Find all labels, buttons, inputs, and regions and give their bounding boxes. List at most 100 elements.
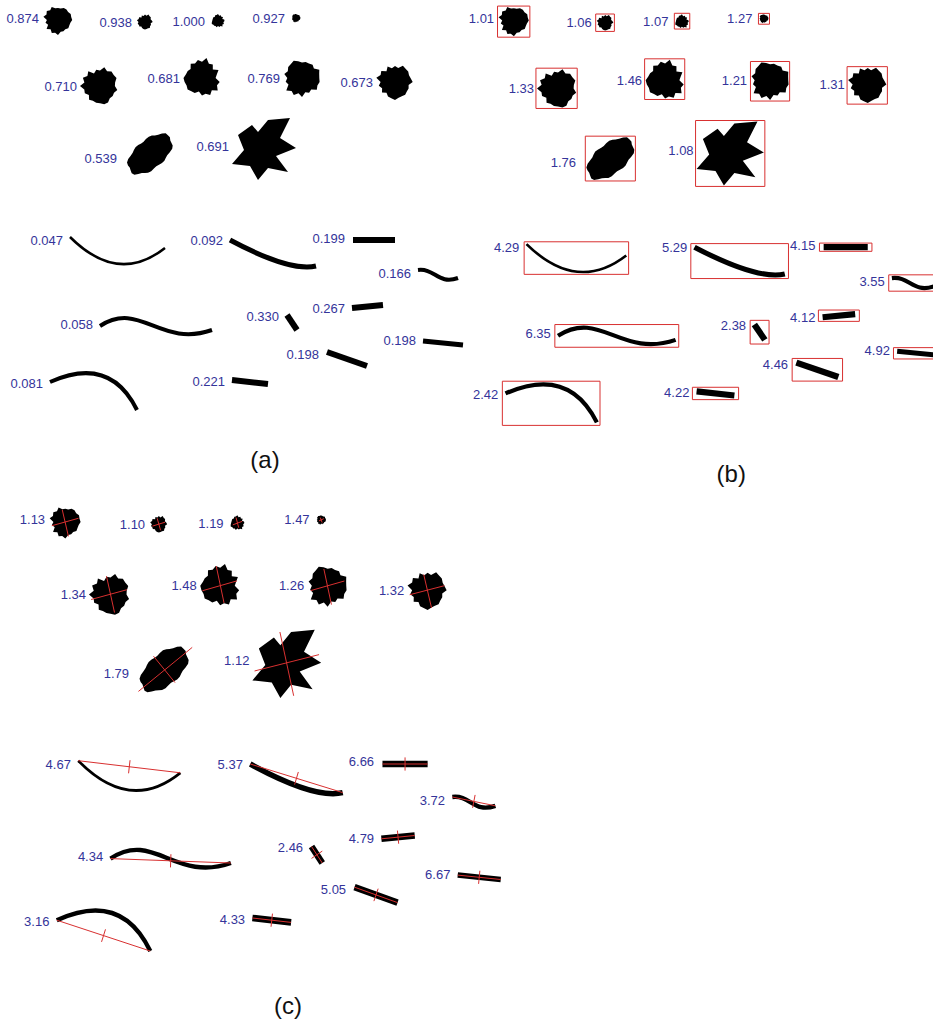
shape-value: 0.874 xyxy=(7,11,40,26)
fiber-shape xyxy=(695,247,785,275)
fiber-shape xyxy=(287,315,297,330)
fiber-shape xyxy=(506,384,597,422)
shape-value: 2.42 xyxy=(473,387,498,402)
fiber-shape xyxy=(527,244,627,272)
axis-line xyxy=(424,574,432,607)
shape-value: 1.000 xyxy=(173,14,206,29)
fiber-shape xyxy=(892,278,933,288)
shape-value: 1.33 xyxy=(509,81,534,96)
shape-value: 0.710 xyxy=(45,79,78,94)
fiber-shape xyxy=(796,363,838,377)
bounding-rectangle xyxy=(750,320,769,344)
axis-line xyxy=(250,764,342,793)
particle-shape xyxy=(184,58,220,96)
fiber-shape xyxy=(250,764,342,794)
axis-line xyxy=(216,566,224,603)
axis-line xyxy=(405,757,406,770)
axis-line xyxy=(320,518,322,523)
shape-value: 4.46 xyxy=(763,357,788,372)
shape-value: 4.22 xyxy=(664,385,689,400)
axis-line xyxy=(397,831,398,844)
shape-value: 1.48 xyxy=(171,578,196,593)
shape-value: 5.05 xyxy=(321,882,346,897)
shape-value: 4.67 xyxy=(46,757,71,772)
bounding-rectangle xyxy=(818,310,859,321)
particle-shape xyxy=(408,572,447,610)
shape-value: 3.72 xyxy=(420,793,445,808)
bounding-rectangle xyxy=(692,387,738,399)
bounding-rectangle xyxy=(674,13,689,29)
shape-value: 4.79 xyxy=(349,831,374,846)
fiber-shape xyxy=(823,314,856,317)
shape-value: 1.34 xyxy=(61,587,86,602)
shape-value: 4.92 xyxy=(865,343,890,358)
particle-shape xyxy=(284,61,319,97)
bounding-rectangle xyxy=(555,325,679,348)
shape-value: 4.12 xyxy=(790,310,815,325)
particle-shape xyxy=(597,15,614,30)
bounding-rectangle xyxy=(696,121,765,187)
shape-value: 1.07 xyxy=(643,14,668,29)
fiber-shape xyxy=(312,847,323,864)
particle-shape xyxy=(80,67,117,104)
shape-value: 1.06 xyxy=(566,15,591,30)
shape-value: 0.058 xyxy=(61,317,94,332)
bounding-rectangle xyxy=(889,275,933,291)
shape-value: 1.19 xyxy=(198,516,223,531)
particle-shape xyxy=(292,14,301,23)
particle-shape xyxy=(140,647,189,693)
bounding-rectangle xyxy=(792,358,842,381)
bounding-rectangle xyxy=(502,381,600,425)
fiber-shape xyxy=(70,237,165,264)
panel-figure xyxy=(498,6,933,425)
axis-line xyxy=(154,656,176,682)
shape-value: 0.198 xyxy=(287,347,320,362)
particle-shape xyxy=(752,63,789,100)
particle-shape xyxy=(697,122,764,186)
shape-value: 1.08 xyxy=(668,143,693,158)
bounding-rectangle xyxy=(524,242,628,275)
panel-figure xyxy=(43,7,463,410)
shape-value: 6.35 xyxy=(526,326,551,341)
bounding-rectangle xyxy=(536,68,577,108)
shape-value: 2.46 xyxy=(278,840,303,855)
shape-value: 0.539 xyxy=(85,151,118,166)
fiber-shape xyxy=(697,391,735,395)
shape-value: 5.29 xyxy=(662,240,687,255)
particle-shape xyxy=(231,515,245,530)
fiber-shape xyxy=(230,240,316,267)
particle-shape xyxy=(127,133,173,175)
shape-value: 1.10 xyxy=(120,517,145,532)
particle-shape xyxy=(376,66,412,100)
bounding-rectangle xyxy=(691,244,789,279)
fiber-shape xyxy=(111,850,231,868)
particle-shape xyxy=(586,137,634,180)
shape-value: 4.29 xyxy=(494,240,519,255)
shape-value: 6.67 xyxy=(425,867,450,882)
axis-line xyxy=(374,889,378,901)
shape-value: 6.66 xyxy=(349,754,374,769)
shape-value: 4.33 xyxy=(220,912,245,927)
bounding-rectangle xyxy=(498,6,530,37)
particle-shape xyxy=(89,574,129,615)
particle-shape xyxy=(537,69,576,107)
shape-value: 1.27 xyxy=(727,11,752,26)
axis-line xyxy=(324,569,332,605)
shape-value: 0.938 xyxy=(100,15,133,30)
axis-line xyxy=(129,760,130,773)
particle-shape xyxy=(499,7,529,36)
axis-line xyxy=(236,517,239,527)
axis-line xyxy=(312,847,323,864)
particle-shape xyxy=(200,564,239,605)
shape-value: 1.21 xyxy=(722,73,747,88)
bounding-rectangle xyxy=(758,13,769,24)
shape-value: 1.01 xyxy=(469,11,494,26)
axis-line xyxy=(271,914,272,927)
fiber-shape xyxy=(57,910,151,951)
axis-line xyxy=(280,632,294,696)
panel-letter: (c) xyxy=(274,993,302,1019)
axis-line xyxy=(295,772,299,785)
axis-line xyxy=(102,929,106,942)
panel-letter: (a) xyxy=(250,447,279,473)
shape-value: 0.691 xyxy=(197,139,230,154)
